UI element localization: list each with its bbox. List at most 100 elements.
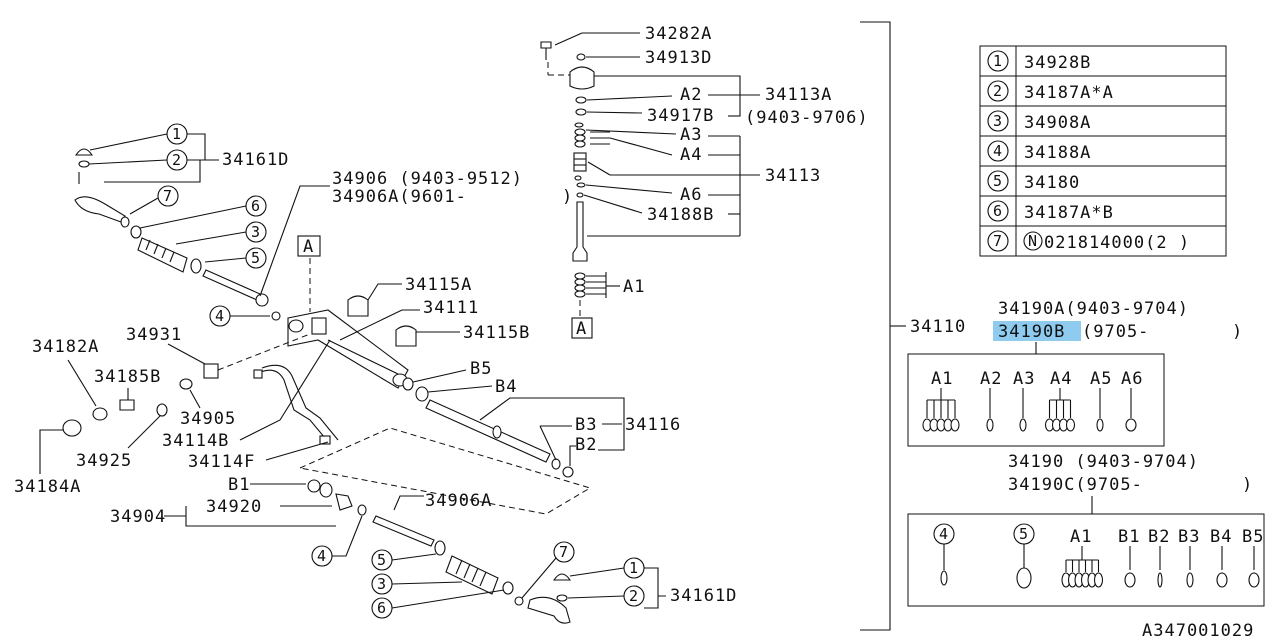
legend-num: 6 <box>993 202 1002 220</box>
label-34906: 34906 (9403-9512) <box>332 169 523 189</box>
label-34184A: 34184A <box>14 477 81 497</box>
label-34905: 34905 <box>180 409 236 429</box>
label-34115B: 34115B <box>463 323 530 343</box>
rack-housing <box>287 309 409 389</box>
label-B3: B3 <box>575 415 597 435</box>
svg-text:3: 3 <box>377 575 386 593</box>
kit-b-part <box>1093 572 1104 588</box>
label-34925: 34925 <box>76 451 132 471</box>
ref-box-A-top <box>297 235 321 257</box>
callout-7-bottom <box>553 541 575 563</box>
svg-text:1: 1 <box>172 125 181 143</box>
legend-num: 7 <box>993 232 1002 250</box>
label-34931: 34931 <box>126 325 182 345</box>
kit-a-part <box>1125 418 1137 432</box>
legend-part-number: 34187A*A <box>1024 83 1114 103</box>
legend-callout-6 <box>987 200 1009 222</box>
legend-part-number: 34180 <box>1024 173 1080 193</box>
right-tie-rod: 34906A 4 5 3 6 7 1 2 34161D <box>311 491 737 624</box>
bearing-stack <box>573 122 587 172</box>
ref-A-bottom: A <box>576 319 587 339</box>
svg-text:): ) <box>1232 322 1243 342</box>
kit-b-part <box>1216 572 1228 588</box>
svg-text:2: 2 <box>172 151 181 169</box>
legend-callout-3 <box>987 110 1009 132</box>
legend-num: 4 <box>993 142 1002 160</box>
pressure-hoses <box>253 364 339 445</box>
kit-b-label: B4 <box>1210 527 1232 547</box>
legend-callout-5 <box>987 170 1009 192</box>
kit-b-part <box>940 570 948 586</box>
kit-b-part <box>1016 567 1032 589</box>
legend-callout-1 <box>987 50 1009 72</box>
label-34917B: 34917B <box>647 106 714 126</box>
kit-a-label: A3 <box>1013 369 1035 389</box>
part-34185B <box>119 399 135 411</box>
label-9403-9706: (9403-9706) <box>745 108 869 128</box>
kit-b-part <box>1124 572 1136 588</box>
boot-upper <box>137 237 188 273</box>
label-34282A: 34282A <box>645 24 712 44</box>
label-34182A: 34182A <box>32 337 99 357</box>
label-A3: A3 <box>680 125 702 145</box>
label-34161D-bottom: 34161D <box>670 586 737 606</box>
kit-a-label: A4 <box>1050 369 1072 389</box>
label-B1: B1 <box>228 475 250 495</box>
svg-text:5: 5 <box>251 249 260 267</box>
part-34931 <box>203 363 219 379</box>
pinion-assembly: 34282A 34913D A2 34113A 34917B (9403-970… <box>540 24 869 339</box>
legend-part-number: 34908A <box>1024 113 1091 133</box>
svg-text:7: 7 <box>163 187 172 205</box>
svg-text:): ) <box>1242 475 1253 495</box>
kit-b-label: A1 <box>1070 527 1092 547</box>
inner-rod-upper <box>202 269 261 301</box>
kit-a-label: A2 <box>980 369 1002 389</box>
label-34111: 34111 <box>423 298 479 318</box>
label-34190B[interactable]: 34190B <box>998 322 1065 342</box>
svg-text:3: 3 <box>251 223 260 241</box>
legend-num: 3 <box>993 112 1002 130</box>
legend-part-number: 34928B <box>1024 53 1091 73</box>
cover-part <box>569 66 595 90</box>
kit-b-label: B2 <box>1148 527 1170 547</box>
label-34188B: 34188B <box>647 205 714 225</box>
label-B5: B5 <box>470 359 492 379</box>
callout-7-top <box>157 185 179 207</box>
kit-b-label: 4 <box>939 525 948 543</box>
label-A1: A1 <box>623 277 645 297</box>
svg-text:2: 2 <box>629 587 638 605</box>
legend-row: 3 34908A <box>987 110 1091 133</box>
label-34113: 34113 <box>765 166 821 186</box>
bracket-34115B <box>395 325 417 347</box>
label-34161D-top: 34161D <box>222 150 289 170</box>
kit-a-part <box>1096 418 1104 432</box>
kit-b-part <box>1186 572 1194 588</box>
legend-prefix: N <box>1028 232 1037 250</box>
kit-a-part <box>1065 418 1076 432</box>
inner-rod-lower <box>372 515 435 547</box>
kit-b-part <box>1157 572 1163 588</box>
left-tie-rod: 1 2 34161D 7 6 3 5 4 <box>74 123 289 327</box>
legend-num: 5 <box>993 172 1002 190</box>
ref-box-A-bottom <box>571 317 593 339</box>
kit-b-label: B3 <box>1178 527 1200 547</box>
legend-callout-2 <box>987 80 1009 102</box>
legend-callout-7 <box>987 230 1009 252</box>
svg-text:6: 6 <box>251 197 260 215</box>
tie-rod-end-upper <box>74 196 126 223</box>
label-34920: 34920 <box>206 497 262 517</box>
kit-b-label: B5 <box>1242 527 1264 547</box>
label-34110: 34110 <box>910 317 966 337</box>
legend-row: 5 34180 <box>987 170 1080 193</box>
label-A2: A2 <box>680 85 702 105</box>
kit-a-label: A5 <box>1090 369 1112 389</box>
svg-text:): ) <box>562 187 573 207</box>
